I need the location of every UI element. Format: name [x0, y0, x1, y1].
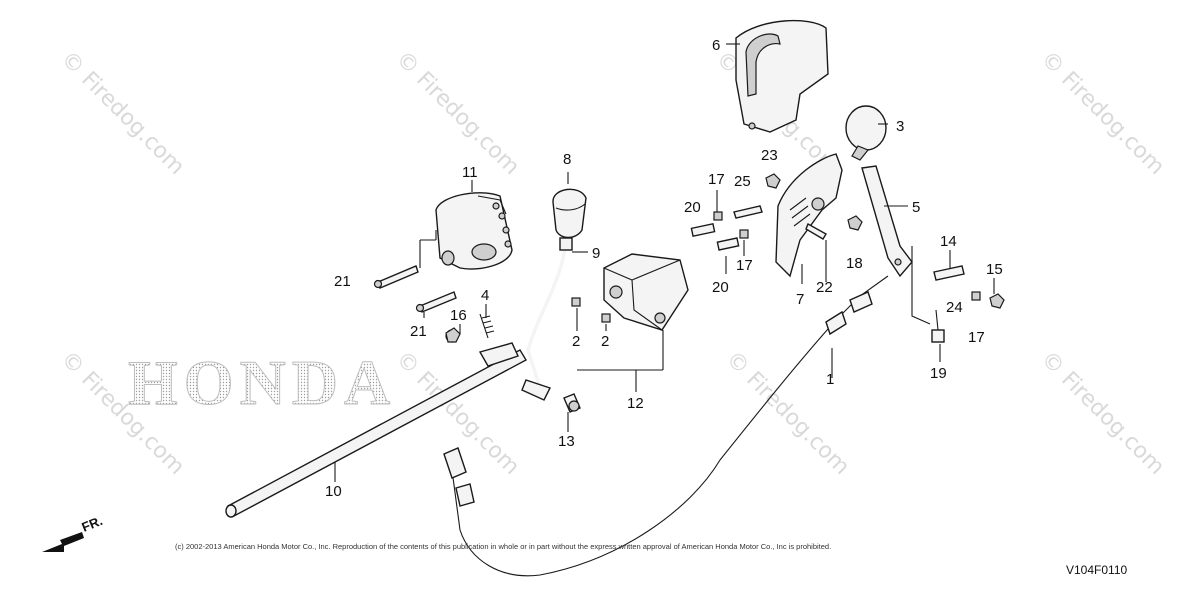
callout-6: 6	[712, 37, 720, 54]
direction-label: FR.	[80, 513, 105, 535]
part-1-cable	[443, 275, 889, 577]
callout-16: 16	[450, 307, 467, 324]
callout-11: 11	[462, 164, 478, 181]
front-direction-indicator: FR.	[42, 513, 105, 552]
callout-2b: 2	[601, 333, 609, 350]
callout-23: 23	[761, 147, 778, 164]
callout-24: 24	[946, 299, 963, 316]
callout-3: 3	[896, 118, 904, 135]
part-7-plate	[775, 153, 843, 278]
callout-22: 22	[816, 279, 833, 296]
callout-21b: 21	[410, 323, 427, 340]
callout-10: 10	[325, 483, 342, 500]
watermark: © Firedog.com	[1036, 47, 1169, 180]
callout-12: 12	[627, 395, 644, 412]
callout-4: 4	[481, 287, 489, 304]
part-9-lever-rod	[521, 237, 573, 401]
callout-17c: 17	[968, 329, 985, 346]
callout-18: 18	[846, 255, 863, 272]
callout-17a: 17	[708, 171, 725, 188]
callout-8: 8	[563, 151, 571, 168]
callout-labels: 1 2 2 3 4 5 6 7 8 9 10 11 12 13 14 15 16…	[325, 37, 1003, 500]
part-5-lever	[861, 165, 913, 278]
callout-9: 9	[592, 245, 600, 262]
part-3-knob	[845, 105, 887, 161]
arrow-icon	[42, 532, 84, 552]
callout-5: 5	[912, 199, 920, 216]
watermark: © Firedog.com	[721, 347, 854, 480]
callout-1: 1	[826, 371, 834, 388]
honda-logo: HONDA	[128, 347, 396, 418]
figure-code: V104F0110	[1066, 563, 1127, 577]
watermark: © Firedog.com	[1036, 347, 1169, 480]
copyright-notice: (c) 2002-2013 American Honda Motor Co., …	[175, 542, 831, 551]
watermark: © Firedog.com	[56, 47, 189, 180]
small-parts	[373, 173, 1005, 413]
callout-20a: 20	[684, 199, 701, 216]
callout-20b: 20	[712, 279, 729, 296]
callout-2a: 2	[572, 333, 580, 350]
part-12-cover	[603, 253, 689, 331]
part-11-cover	[435, 192, 513, 270]
callout-17b: 17	[736, 257, 753, 274]
part-6-cover	[735, 19, 829, 133]
leader-lines	[334, 43, 995, 482]
callout-14: 14	[940, 233, 957, 250]
callout-7: 7	[796, 291, 804, 308]
callout-19: 19	[930, 365, 947, 382]
callout-25: 25	[734, 173, 751, 190]
part-10-rod	[225, 329, 527, 518]
part-8-knob	[552, 188, 587, 239]
callout-21a: 21	[334, 273, 351, 290]
callout-13: 13	[558, 433, 575, 450]
watermark: © Firedog.com	[391, 47, 524, 180]
callout-15: 15	[986, 261, 1003, 278]
